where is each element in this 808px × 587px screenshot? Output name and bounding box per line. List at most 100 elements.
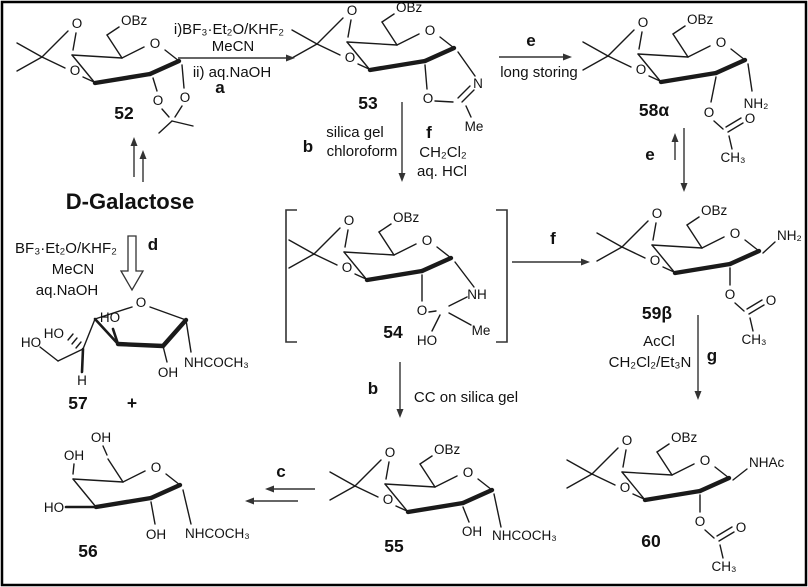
- molecule-59b: NH₂: [596, 202, 802, 348]
- arrow-b1-head: [398, 173, 406, 182]
- step-a-label: a: [215, 78, 225, 97]
- oxazolidine-methyl-label: Me: [472, 323, 491, 338]
- arrow-c-top-head: [265, 485, 274, 493]
- amino-label: NH₂: [777, 228, 802, 243]
- step-f1-condition-1: CH₂Cl₂: [419, 144, 467, 161]
- plus-sign: +: [127, 393, 137, 413]
- step-b1-condition-2: chloroform: [327, 143, 398, 160]
- c3-hydroxyl-label: HO: [44, 500, 64, 515]
- hashed-stereo-bond: [67, 333, 82, 349]
- step-e2: e: [645, 128, 688, 192]
- step-a-condition-2: MeCN: [212, 38, 255, 55]
- compound-label-52: 52: [114, 103, 134, 123]
- step-d-condition-3: aq.NaOH: [36, 282, 99, 299]
- c2-hydroxyl-label: OH: [462, 524, 482, 539]
- molecule-57: O HO HO HO H OH NHCOCH₃: [21, 295, 249, 388]
- substituent-bonds: [462, 493, 502, 528]
- molecule-56: OH OH HO OH NHCOCH₃: [44, 430, 250, 542]
- step-d-condition-1: BF₃·Et₂O/KHF₂: [15, 240, 117, 257]
- furanose-ring-oxygen-label: O: [136, 295, 147, 310]
- bracket-right: [496, 209, 508, 343]
- step-e2-label: e: [645, 145, 654, 164]
- step-d: BF₃·Et₂O/KHF₂ MeCN aq.NaOH d: [15, 235, 158, 299]
- compound-label-56: 56: [78, 541, 98, 561]
- step-c: c: [245, 462, 315, 505]
- dioxolane-oxygen-left-label: O: [153, 93, 164, 108]
- step-g-condition-1: AcCl: [643, 333, 675, 350]
- step-a-condition-3: ii) aq.NaOH: [193, 64, 271, 81]
- step-f2-label: f: [550, 229, 556, 248]
- c5-hydrogen-label: H: [77, 373, 87, 388]
- compound-label-53: 53: [358, 93, 378, 113]
- compound-label-55: 55: [384, 536, 404, 556]
- step-g: AcCl CH₂Cl₂/Et₃N g: [609, 315, 717, 400]
- c6-hydroxyl-label: HO: [21, 335, 41, 350]
- arrow-f2-head: [581, 258, 590, 266]
- molecule-53: O N Me: [291, 0, 484, 134]
- c2-hydroxyl-label: OH: [158, 365, 178, 380]
- c6-hydroxyl-label: OH: [91, 430, 111, 445]
- compound-label-59b: 59β: [642, 303, 672, 323]
- oxazoline-oxygen-label: O: [423, 91, 434, 106]
- arrow-g-head: [694, 391, 702, 400]
- oxazoline-methyl-label: Me: [465, 119, 484, 134]
- molecule-52: O O: [16, 12, 194, 134]
- oxazolidine-oxygen-label: O: [417, 303, 428, 318]
- amino-label: NH₂: [744, 96, 769, 111]
- molecule-54: O NH HO Me: [288, 209, 491, 348]
- arrow-e2-down-head: [680, 183, 688, 192]
- step-e1-label: e: [526, 31, 535, 50]
- step-e1: e long storing: [499, 31, 578, 81]
- arrow-d-hollow: [119, 235, 145, 292]
- c2-hydroxyl-label: OH: [146, 527, 166, 542]
- c5-hydroxyl-label: HO: [44, 326, 64, 341]
- arrow-c-bottom-head: [245, 497, 254, 505]
- step-c-label: c: [276, 462, 285, 481]
- step-d-label: d: [148, 235, 158, 254]
- step-a-condition-1: i)BF₃·Et₂O/KHF₂: [174, 21, 284, 38]
- substituent-bonds: [729, 241, 776, 286]
- arrow-galactose-to-52: [130, 137, 147, 182]
- arrow-a-head: [286, 54, 295, 62]
- step-d-condition-2: MeCN: [52, 261, 95, 278]
- compound-label-58a: 58α: [639, 100, 669, 120]
- oxazolidine-bonds: [421, 261, 475, 332]
- dioxolane-oxygen-right-label: O: [180, 90, 191, 105]
- step-b1-label: b: [303, 137, 313, 156]
- substituent-bonds: [710, 63, 753, 103]
- step-f2: f: [512, 229, 590, 266]
- bracket-left: [285, 209, 297, 343]
- step-b2: b CC on silica gel: [368, 362, 518, 418]
- hemiorthoamide-ho-label: HO: [417, 333, 437, 348]
- step-a: i)BF₃·Et₂O/KHF₂ MeCN ii) aq.NaOH a: [174, 21, 295, 97]
- step-g-label: g: [707, 346, 717, 365]
- step-b2-label: b: [368, 379, 378, 398]
- arrow-e2-up-head: [671, 133, 679, 142]
- step-f1-condition-2: aq. HCl: [417, 163, 467, 180]
- furanose-bonds: [39, 306, 192, 374]
- step-b2-condition-1: CC on silica gel: [414, 389, 518, 406]
- compound-label-54: 54: [383, 322, 403, 342]
- c3-hydroxyl-label: HO: [100, 310, 120, 325]
- molecule-55: OH NHCOCH₃: [329, 441, 557, 543]
- oxazoline-nitrogen-label: N: [473, 76, 483, 91]
- dioxolane-1-2-bonds: [152, 64, 194, 134]
- arrow-b2-head: [396, 409, 404, 418]
- molecule-60: NHAc: [566, 429, 785, 575]
- step-g-condition-2: CH₂Cl₂/Et₃N: [609, 354, 692, 371]
- step-e1-condition-1: long storing: [500, 64, 578, 81]
- acetamido-label: NHCOCH₃: [492, 528, 557, 543]
- starting-material-label: D-Galactose: [66, 189, 194, 214]
- step-b1-f1: b silica gel chloroform f CH₂Cl₂ aq. HCl: [303, 102, 467, 182]
- compound-label-57: 57: [68, 393, 87, 413]
- molecule-58a: NH₂: [582, 11, 769, 166]
- hydroxyl-bonds: [64, 445, 192, 525]
- acetamido-label: NHCOCH₃: [184, 355, 249, 370]
- compound-label-60: 60: [641, 531, 661, 551]
- c4-hydroxyl-label: OH: [64, 448, 84, 463]
- substituent-bonds: [699, 468, 748, 513]
- arrow-e1-head: [563, 53, 572, 61]
